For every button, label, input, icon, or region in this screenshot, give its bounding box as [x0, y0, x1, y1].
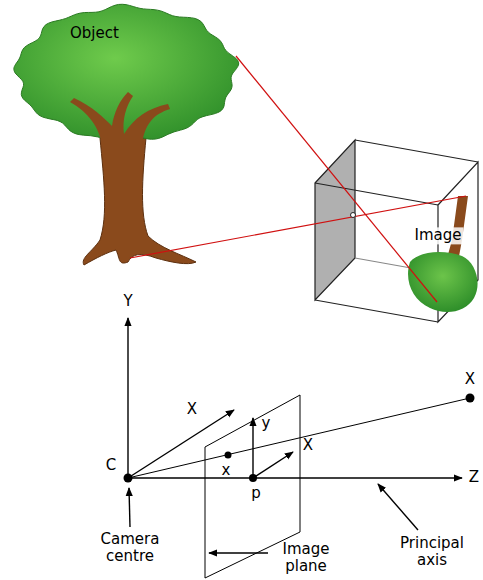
- axis-label: Z: [469, 469, 479, 486]
- canopy-shape: [8, 0, 244, 146]
- point-label: x: [222, 462, 231, 479]
- point-label: p: [251, 485, 261, 502]
- axis-label: X: [187, 401, 197, 418]
- callout-label: Principal axis: [390, 535, 474, 570]
- callout-label: Camera centre: [94, 531, 166, 566]
- tree-trunk: [83, 138, 196, 265]
- image-label: Image: [413, 227, 464, 244]
- point-label: C: [106, 457, 116, 474]
- callout-label: Image plane: [275, 541, 337, 576]
- tree-canopy: Object: [8, 0, 244, 146]
- pinhole-camera: [315, 140, 478, 322]
- axis-label: Y: [123, 293, 132, 310]
- pinhole: [351, 213, 356, 218]
- axis-label: y: [262, 415, 271, 432]
- object-label: Object: [70, 24, 119, 42]
- point-label: X: [465, 371, 475, 388]
- axis-label: X: [303, 437, 313, 454]
- point: [124, 394, 475, 483]
- inverted-image: [408, 196, 478, 312]
